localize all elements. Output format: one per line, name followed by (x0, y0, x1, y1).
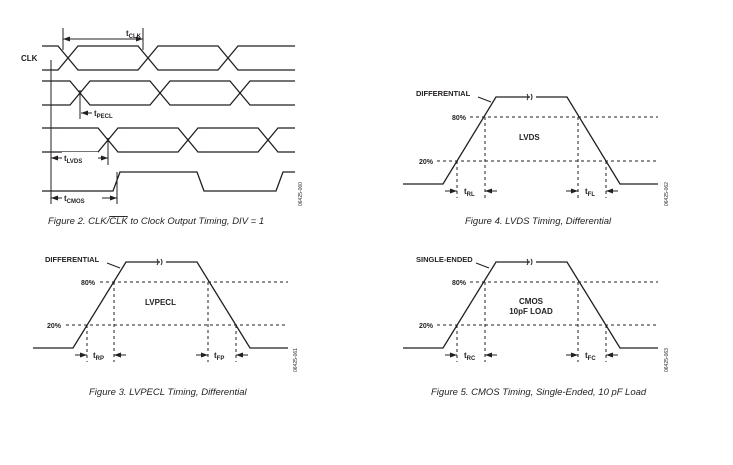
tpecl-label: tPECL (94, 109, 113, 120)
tclk-arrow-left (63, 36, 70, 42)
figure-3-code: 06425-061 (293, 348, 299, 372)
tcmos-label-bg (62, 192, 102, 204)
fig5-fall-arrow-left (571, 352, 578, 358)
figure-5-code: 06425-063 (664, 348, 670, 372)
fig5-rise-label: tRC (464, 351, 476, 362)
fig3-rise-arrow-left (80, 352, 87, 358)
tlvds-arrow-right (101, 155, 108, 161)
fig3-rise-arrow-right (114, 352, 121, 358)
fig5-name: CMOS (519, 297, 544, 306)
fig4-20-label: 20% (419, 159, 434, 166)
fig3-fall-arrow-right (236, 352, 243, 358)
cmos-output-waveform (42, 171, 295, 192)
fig5-mode-label: SINGLE-ENDED (416, 255, 473, 264)
tlvds-arrow-left (51, 155, 58, 161)
fig5-mode-leader (475, 262, 490, 269)
figure-2-code: 06425-060 (298, 182, 304, 206)
fig4-fall-arrow-left (571, 188, 578, 194)
fig3-break-mark (156, 258, 163, 266)
figure-2-clock-output-timing: CLK tCLK tPECL tLVDS (21, 28, 304, 227)
fig5-name-load: 10pF LOAD (509, 307, 553, 316)
fig3-20-label: 20% (47, 323, 62, 330)
fig3-rise-label: tRP (93, 351, 104, 362)
fig3-waveform (33, 261, 288, 349)
tcmos-arrow-left (51, 195, 58, 201)
fig3-fall-arrow-left (201, 352, 208, 358)
lvds-output-waveform (42, 127, 295, 153)
tcmos-arrow-right (110, 195, 117, 201)
fig5-fall-arrow-right (606, 352, 613, 358)
fig5-fall-label: tFC (585, 351, 596, 362)
fig5-break-mark (526, 258, 533, 266)
figure-5-caption: Figure 5. CMOS Timing, Single-Ended, 10 … (431, 387, 647, 398)
fig5-waveform (403, 261, 658, 349)
fig3-name: LVPECL (145, 298, 176, 307)
fig3-mode-leader (106, 262, 121, 269)
fig3-80-label: 80% (81, 280, 96, 287)
fig4-mode-label: DIFFERENTIAL (416, 89, 471, 98)
clk-waveform (42, 45, 295, 71)
tpecl-arrow (81, 110, 88, 116)
fig4-rise-arrow-right (485, 188, 492, 194)
tlvds-label: tLVDS (64, 154, 82, 165)
figure-3-caption: Figure 3. LVPECL Timing, Differential (89, 387, 248, 398)
figure-5-cmos-timing: SINGLE-ENDED 80% 20% CMOS 10pF LOAD tRC … (403, 255, 670, 398)
lvpecl-output-waveform (42, 80, 295, 106)
clk-signal-label: CLK (21, 54, 38, 63)
fig4-waveform (403, 96, 658, 185)
figure-4-caption: Figure 4. LVDS Timing, Differential (465, 216, 612, 227)
fig5-rise-arrow-left (450, 352, 457, 358)
tclk-arrow-right (136, 36, 143, 42)
fig5-80-label: 80% (452, 280, 467, 287)
fig3-fall-label: tFP (214, 351, 224, 362)
fig3-mode-label: DIFFERENTIAL (45, 255, 100, 264)
fig4-rise-arrow-left (450, 188, 457, 194)
fig4-fall-label: tFL (585, 187, 595, 198)
figure-4-lvds-timing: DIFFERENTIAL 80% 20% LVDS tRL tFL 06425-… (403, 89, 670, 227)
figure-3-lvpecl-timing: DIFFERENTIAL 80% 20% LVPECL tRP tFP 0642… (33, 255, 299, 398)
fig5-20-label: 20% (419, 323, 434, 330)
fig5-rise-arrow-right (485, 352, 492, 358)
figure-2-caption: Figure 2. CLK/CLK to Clock Output Timing… (48, 216, 264, 227)
fig4-80-label: 80% (452, 115, 467, 122)
fig4-mode-leader (477, 96, 492, 103)
fig4-fall-arrow-right (606, 188, 613, 194)
fig4-name: LVDS (519, 133, 540, 142)
tclk-label: tCLK (126, 29, 142, 40)
fig4-break-mark (526, 93, 533, 101)
figure-4-code: 06425-062 (664, 182, 670, 206)
fig4-rise-label: tRL (464, 187, 475, 198)
tcmos-label: tCMOS (64, 194, 85, 205)
tlvds-label-bg (62, 152, 98, 164)
